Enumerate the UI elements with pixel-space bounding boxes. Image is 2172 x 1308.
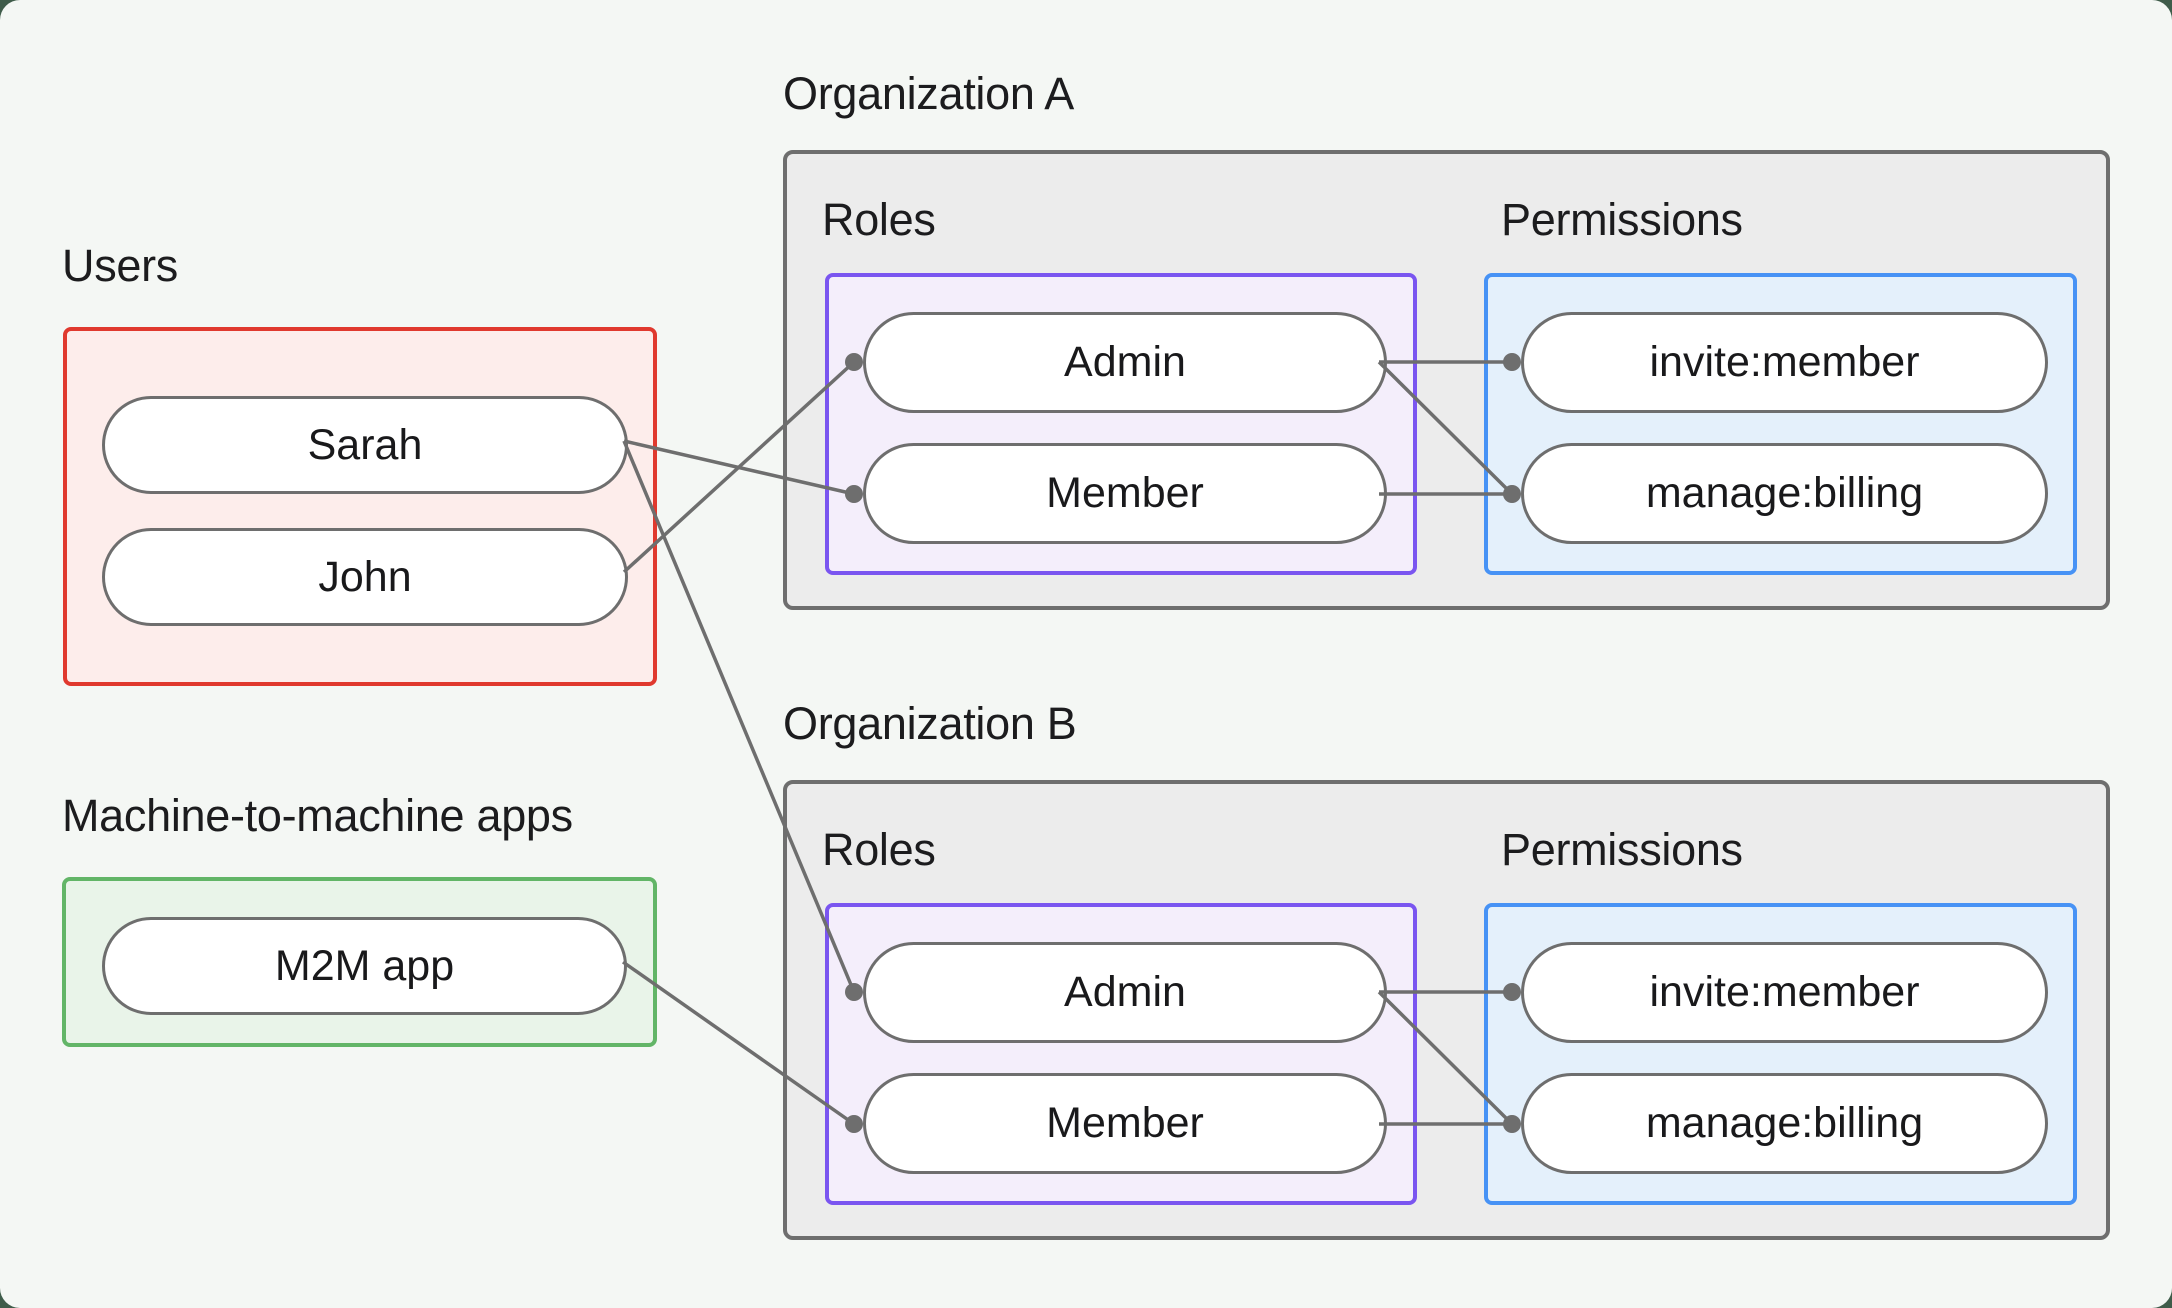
role-node-member-org-b-label: Member [1046,1099,1204,1147]
role-node-admin-org-a-label: Admin [1064,338,1186,386]
org-a-title: Organization A [783,68,1074,119]
org-b-roles-box: Admin Member [825,903,1417,1205]
permission-node-manage-billing-org-a: manage:billing [1521,443,2048,544]
org-a-box: Roles Permissions Admin Member invite:me… [783,150,2110,610]
users-group-label: Users [62,240,179,291]
org-b-box: Roles Permissions Admin Member invite:me… [783,780,2110,1240]
permission-node-invite-member-org-a-label: invite:member [1649,338,1920,386]
m2m-app-node: M2M app [102,917,627,1015]
user-node-sarah-label: Sarah [307,420,423,469]
org-b-title: Organization B [783,698,1077,749]
m2m-group-box: M2M app [62,877,657,1047]
permission-node-invite-member-org-a: invite:member [1521,312,2048,413]
permission-node-manage-billing-org-a-label: manage:billing [1645,469,1924,517]
role-node-admin-org-b-label: Admin [1064,968,1186,1016]
org-a-roles-box: Admin Member [825,273,1417,575]
permission-node-manage-billing-org-b: manage:billing [1521,1073,2048,1174]
role-node-admin-org-b: Admin [863,942,1387,1043]
role-node-member-org-a-label: Member [1046,469,1204,517]
user-node-john-label: John [318,552,412,601]
org-a-permissions-box: invite:member manage:billing [1484,273,2077,575]
org-b-roles-label: Roles [822,824,936,875]
role-node-member-org-b: Member [863,1073,1387,1174]
users-group-box: Sarah John [63,327,657,686]
user-node-sarah: Sarah [102,396,628,494]
org-b-permissions-label: Permissions [1501,824,1743,875]
permission-node-invite-member-org-b: invite:member [1521,942,2048,1043]
m2m-group-label: Machine-to-machine apps [62,790,573,841]
role-node-member-org-a: Member [863,443,1387,544]
m2m-app-node-label: M2M app [274,941,455,990]
org-a-permissions-label: Permissions [1501,194,1743,245]
org-a-roles-label: Roles [822,194,936,245]
user-node-john: John [102,528,628,626]
org-b-permissions-box: invite:member manage:billing [1484,903,2077,1205]
permission-node-manage-billing-org-b-label: manage:billing [1645,1099,1924,1147]
role-node-admin-org-a: Admin [863,312,1387,413]
permission-node-invite-member-org-b-label: invite:member [1649,968,1920,1016]
